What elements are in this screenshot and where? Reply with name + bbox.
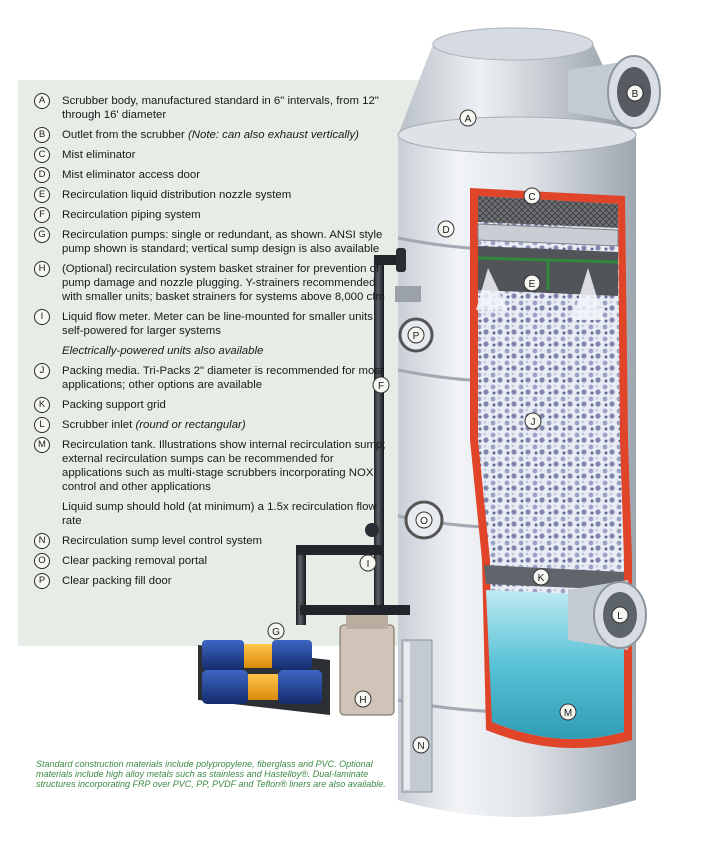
svg-text:F: F (378, 381, 384, 392)
legend-key: B (34, 127, 50, 143)
legend-key: A (34, 93, 50, 109)
svg-text:D: D (442, 225, 449, 236)
callout-D: D (437, 220, 455, 238)
callout-L: L (611, 606, 629, 624)
legend-note-electric: Electrically-powered units also availabl… (62, 345, 264, 357)
callout-B: B (626, 84, 644, 102)
scrubber-inlet (568, 580, 647, 650)
svg-text:E: E (529, 279, 536, 290)
svg-text:P: P (413, 331, 420, 342)
svg-text:G: G (272, 627, 280, 638)
callout-A: A (459, 109, 477, 127)
legend-key: K (34, 397, 50, 413)
callout-C: C (523, 187, 541, 205)
svg-text:K: K (538, 573, 545, 584)
callout-M: M (559, 703, 577, 721)
callout-I: I (359, 554, 377, 572)
legend-key: F (34, 207, 50, 223)
legend-item-h: H(Optional) recirculation system basket … (30, 261, 390, 304)
legend-key: D (34, 167, 50, 183)
svg-text:C: C (528, 192, 535, 203)
callout-N: N (412, 736, 430, 754)
callout-F: F (372, 376, 390, 394)
materials-note: Standard construction materials include … (36, 759, 386, 789)
legend-key: C (34, 147, 50, 163)
legend-key: P (34, 573, 50, 589)
legend-key: M (34, 437, 50, 453)
legend-key: G (34, 227, 50, 243)
recirculation-pumps (198, 640, 330, 715)
callout-G: G (267, 622, 285, 640)
legend-key: L (34, 417, 50, 433)
legend-key: H (34, 261, 50, 277)
svg-text:N: N (417, 741, 424, 752)
level-control (401, 639, 433, 793)
basket-strainer (339, 615, 395, 716)
callout-labels: A B C D E F G H I J K L M N O P (267, 84, 644, 754)
svg-text:O: O (420, 516, 428, 527)
svg-text:I: I (367, 559, 370, 570)
svg-text:M: M (564, 708, 572, 719)
svg-text:B: B (632, 89, 639, 100)
recirculation-piping (296, 248, 410, 650)
callout-H: H (354, 690, 372, 708)
legend-key: E (34, 187, 50, 203)
callout-K: K (532, 568, 550, 586)
callout-O: O (415, 511, 433, 529)
svg-text:L: L (617, 611, 623, 622)
svg-text:H: H (359, 695, 366, 706)
legend-key: N (34, 533, 50, 549)
legend-key: O (34, 553, 50, 569)
callout-P: P (407, 326, 425, 344)
legend-key: I (34, 309, 50, 325)
callout-E: E (523, 274, 541, 292)
cutaway-interior (470, 188, 632, 748)
legend-note-sump: Liquid sump should hold (at minimum) a 1… (62, 501, 377, 527)
callout-J: J (524, 412, 542, 430)
svg-text:A: A (465, 114, 472, 125)
legend-key: J (34, 363, 50, 379)
svg-text:J: J (531, 417, 536, 428)
